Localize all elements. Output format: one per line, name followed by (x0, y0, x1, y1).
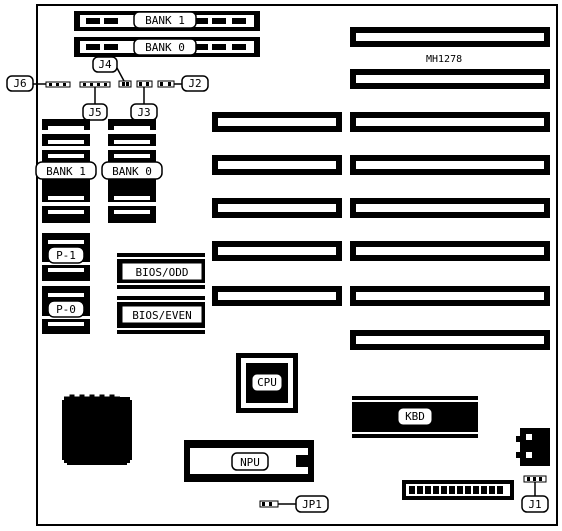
jumper-j3: J3 (130, 80, 158, 121)
jumper-jp1: JP1 (259, 495, 329, 513)
keyboard-connector (516, 428, 550, 466)
parity-chips-p1: P-1 (42, 233, 90, 281)
top-simm-bank-0: BANK 0 (74, 37, 260, 57)
npu-socket: NPU (184, 440, 314, 482)
jumper-j2: J2 (157, 75, 209, 92)
jumper-j2-label: J2 (188, 77, 201, 90)
parity-chips-p0: P-0 (42, 286, 90, 334)
large-square-chip (62, 394, 132, 465)
memory-chips-bank-0: BANK 0 (101, 119, 163, 223)
parity-p1-label: P-1 (56, 249, 76, 262)
bios-odd-chip: BIOS/ODD (117, 253, 205, 289)
left-bank-0-label: BANK 0 (112, 165, 152, 178)
jumper-j4: J4 (92, 56, 132, 88)
expansion-slots-left (212, 112, 342, 306)
jumper-j6-label: J6 (13, 77, 26, 90)
keyboard-controller-chip: KBD (352, 396, 478, 438)
jumper-j5: J5 (79, 81, 111, 121)
top-bank-0-label: BANK 0 (145, 41, 185, 54)
jumper-j1: J1 (521, 475, 549, 513)
jumper-jp1-label: JP1 (302, 498, 322, 511)
kbd-label: KBD (405, 410, 425, 423)
top-bank-1-label: BANK 1 (145, 14, 185, 27)
top-simm-bank-1: BANK 1 (74, 11, 260, 31)
jumper-j5-label: J5 (88, 106, 101, 119)
memory-chips-bank-1: BANK 1 (35, 119, 97, 223)
bios-even-label: BIOS/EVEN (132, 309, 192, 322)
cpu-chip: CPU (236, 353, 298, 413)
expansion-slots-right (350, 27, 550, 350)
npu-label: NPU (240, 456, 260, 469)
jumper-j4-label: J4 (98, 58, 112, 71)
jumper-j1-label: J1 (528, 498, 541, 511)
jumper-j6: J6 (6, 75, 71, 92)
parity-p0-label: P-0 (56, 303, 76, 316)
power-connector (402, 480, 514, 500)
cpu-label: CPU (257, 376, 277, 389)
left-bank-1-label: BANK 1 (46, 165, 86, 178)
board-model-name: MH1278 (426, 54, 462, 65)
bios-odd-label: BIOS/ODD (136, 266, 189, 279)
jumper-j3-label: J3 (137, 106, 150, 119)
bios-even-chip: BIOS/EVEN (117, 296, 205, 334)
